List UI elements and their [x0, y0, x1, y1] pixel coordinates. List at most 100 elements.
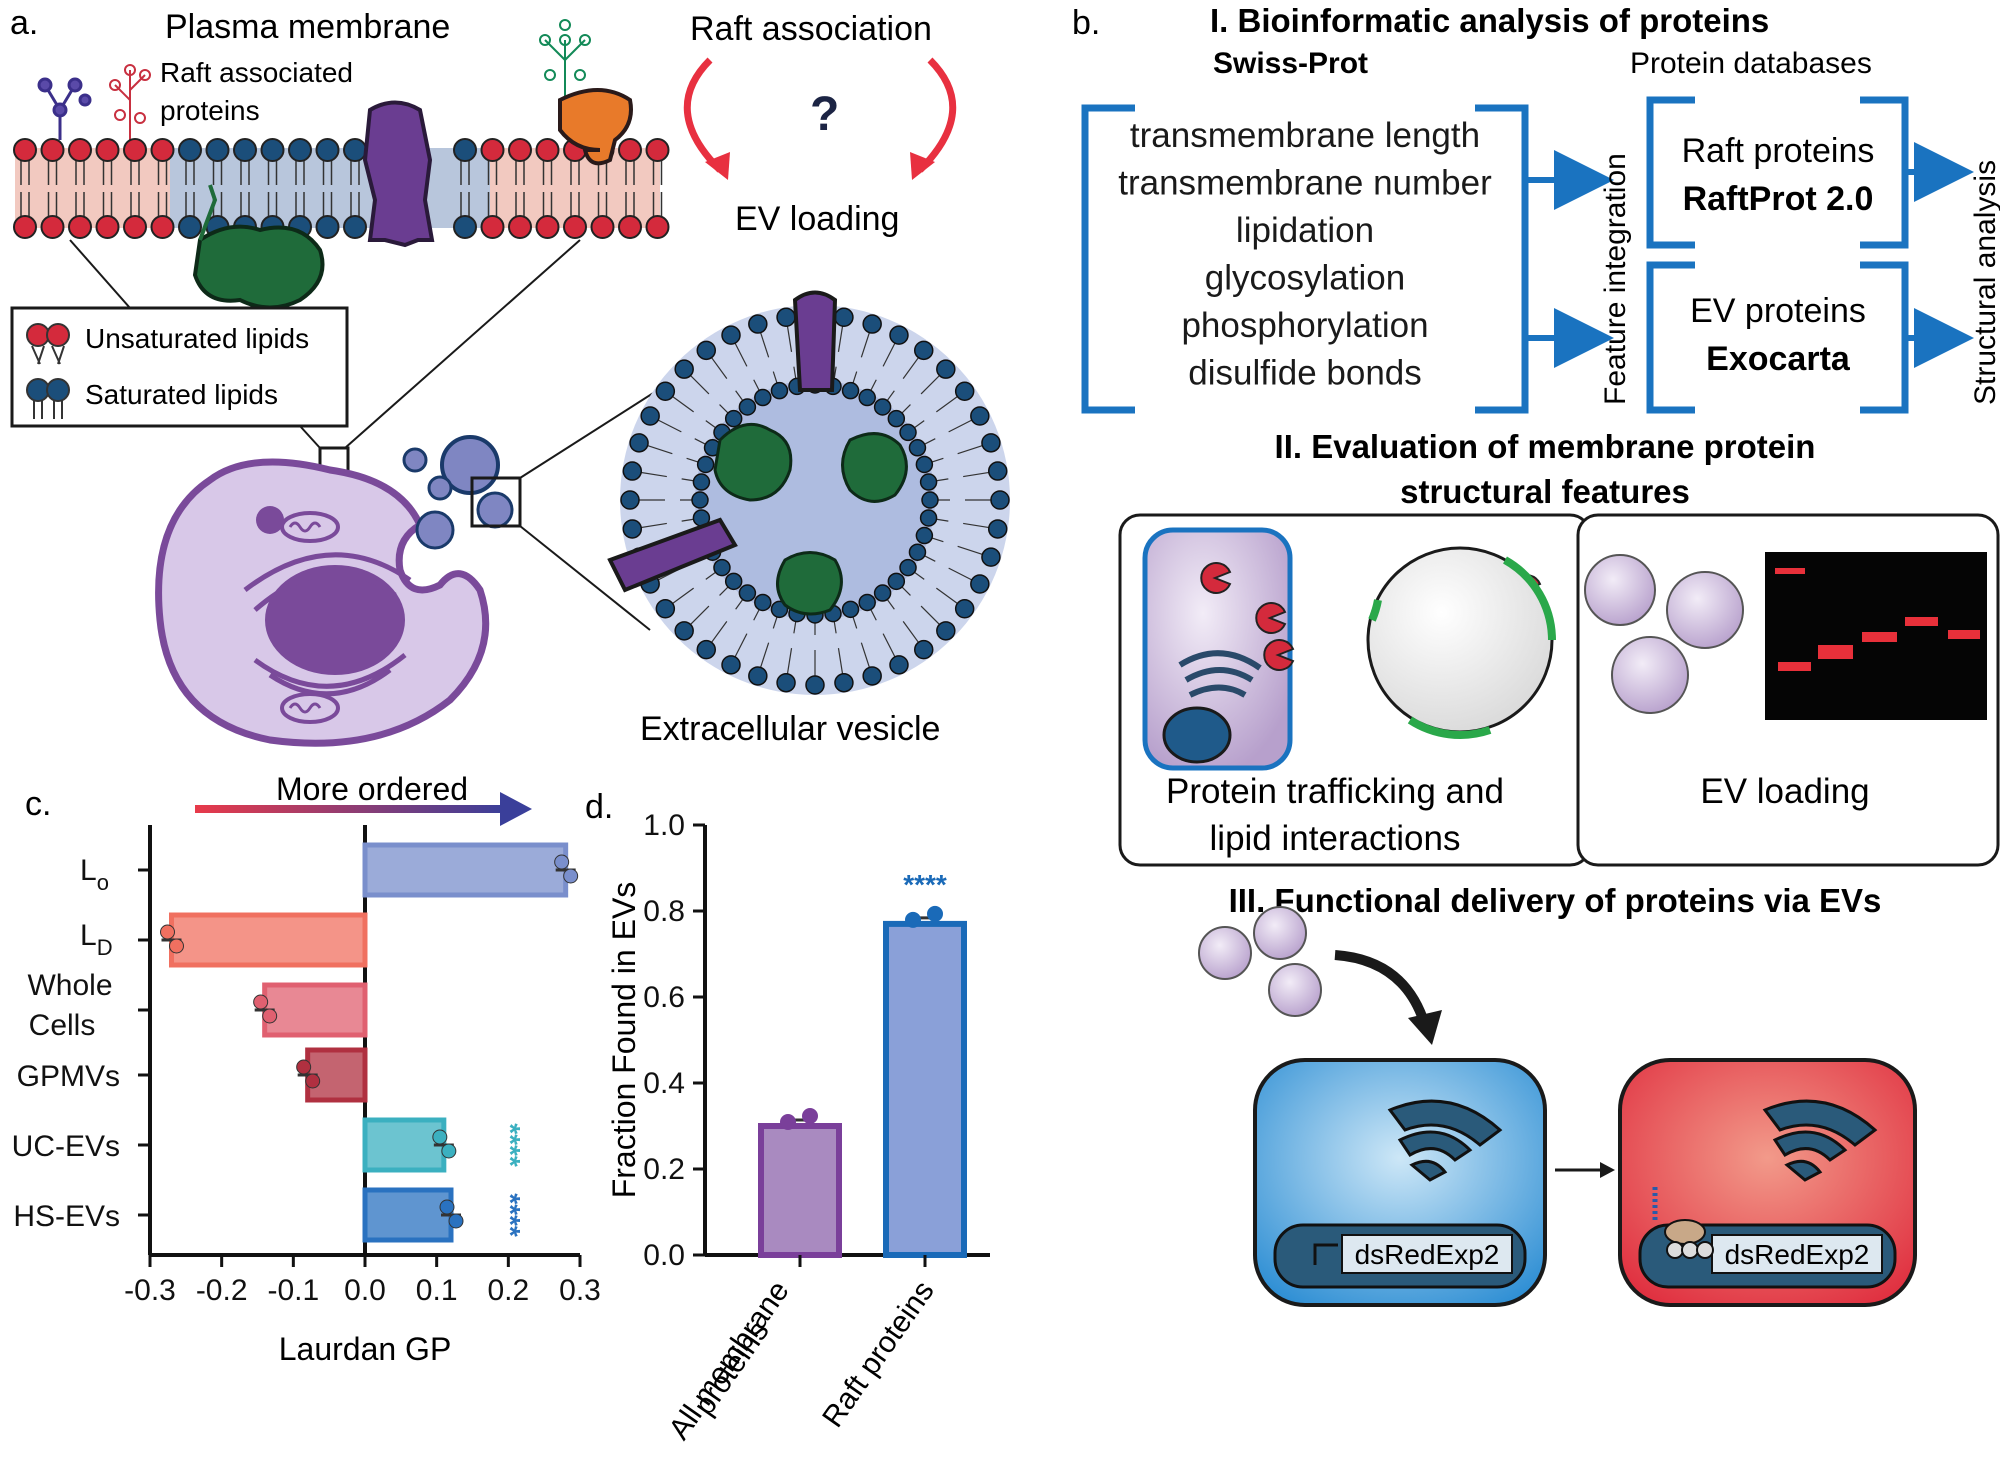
gel-bands: [1775, 568, 1980, 671]
panel-a: a. Plasma membrane Raft associated prote…: [10, 4, 1010, 748]
chart-c-point: [432, 1129, 448, 1145]
lipid-legend-box: [10, 306, 349, 428]
feature-item: transmembrane length: [1130, 116, 1480, 155]
ev-purple-protein-2: [607, 517, 738, 593]
trafficking-label-2: lipid interactions: [1210, 819, 1461, 858]
raft-proteins-db: Raft proteins: [1682, 132, 1875, 170]
chart-c-bar: [362, 1117, 447, 1173]
section2-title-2: structural features: [1400, 473, 1690, 510]
exocarta-label: Exocarta: [1706, 340, 1851, 378]
section1-title: I. Bioinformatic analysis of proteins: [1210, 2, 1769, 39]
chart-c-xtick-label: 0.0: [344, 1274, 386, 1307]
chart-d-point: [802, 1108, 818, 1124]
chart-c-bar: [362, 1187, 454, 1243]
panel-c-letter: c.: [25, 785, 51, 823]
ev-loading-label-a: EV loading: [735, 200, 899, 238]
chart-d-ytick-label: 0.2: [643, 1153, 685, 1186]
chart-c-bar: [362, 842, 569, 898]
vesicle-small-2: [402, 447, 428, 473]
purple-transmembrane-protein: [362, 100, 435, 248]
chart-c-point: [563, 868, 579, 884]
feature-bracket-right: [1475, 104, 1529, 414]
chart-c-point: [253, 994, 269, 1010]
chart-d-ytick-label: 0.6: [643, 981, 685, 1014]
extracellular-vesicle-label: Extracellular vesicle: [640, 710, 940, 748]
chart-c-point: [305, 1073, 321, 1089]
feature-item: lipidation: [1236, 211, 1374, 250]
cell-illustration: [155, 458, 490, 747]
chart-d-point: [905, 911, 921, 928]
delivery-arrow: [1334, 950, 1430, 1027]
chart-c-xtick-label: 0.1: [416, 1274, 458, 1307]
extracellular-vesicle-illustration: [607, 290, 1010, 695]
chart-d-bar: [883, 920, 967, 1259]
ev-green-protein-3: [776, 551, 843, 616]
protein-databases-label: Protein databases: [1630, 47, 1872, 80]
raft-association-label: Raft association: [690, 10, 932, 48]
structural-analysis-label: Structural analysis: [1969, 160, 2000, 405]
gene-label-after: dsRedExp2: [1725, 1239, 1870, 1270]
chart-c-xtick-label: 0.2: [487, 1274, 529, 1307]
chart-c-point: [439, 1199, 455, 1215]
chart-c-label-whole: Whole: [27, 969, 112, 1002]
chart-d-bar: [758, 1123, 842, 1258]
trafficking-label-1: Protein trafficking and: [1166, 772, 1504, 811]
chart-c-point: [262, 1008, 278, 1024]
swissprot-label: Swiss-Prot: [1213, 47, 1368, 80]
chart-c-label-gpmvs: GPMVs: [17, 1060, 120, 1093]
ev-loading-label-b: EV loading: [1700, 772, 1869, 811]
glycan-green-icon: [539, 19, 591, 100]
chart-d-significance: ****: [903, 869, 947, 900]
panel-b: b. I. Bioinformatic analysis of proteins…: [1072, 2, 2000, 1307]
ev-proteins-db: EV proteins: [1690, 292, 1866, 330]
orange-protein: [558, 88, 633, 166]
ev-green-protein-1: [713, 422, 793, 502]
feature-bracket-left: [1081, 104, 1135, 414]
more-ordered-label: More ordered: [276, 771, 468, 807]
feature-item: glycosylation: [1205, 259, 1405, 298]
feature-item: phosphorylation: [1181, 306, 1428, 345]
ev-purple-protein: [792, 290, 838, 392]
panel-d-letter: d.: [585, 788, 613, 826]
vesicle-small-3: [427, 475, 453, 501]
chart-c-label-cells: Cells: [29, 1009, 96, 1042]
raft-proteins-label-2: proteins: [160, 95, 260, 126]
zoom-box-ev: [470, 476, 522, 528]
legend-saturated: Saturated lipids: [85, 379, 278, 410]
fraction-ev-chart: 0.00.20.40.60.81.0****: [643, 809, 990, 1272]
gene-label-before: dsRedExp2: [1355, 1239, 1500, 1270]
curved-arrow-left: [683, 57, 723, 173]
chart-c-point: [169, 938, 184, 954]
chart-d-ytick-label: 1.0: [643, 809, 685, 842]
curved-arrow-right: [917, 57, 957, 173]
chart-c-xtick-label: 0.3: [559, 1274, 601, 1307]
feature-item: disulfide bonds: [1188, 354, 1422, 393]
chart-c-point: [441, 1143, 457, 1159]
chart-c-label-lo: Lo: [80, 854, 109, 895]
chart-c-label-ld: LD: [80, 919, 113, 960]
plasma-membrane-title: Plasma membrane: [165, 8, 450, 46]
raft-proteins-label-1: Raft associated: [160, 57, 353, 88]
panel-b-letter: b.: [1072, 4, 1100, 42]
chart-c-xtick-label: -0.1: [267, 1274, 319, 1307]
chart-d-ytick-label: 0.0: [643, 1239, 685, 1272]
panel-a-letter: a.: [10, 4, 38, 42]
legend-unsaturated: Unsaturated lipids: [85, 323, 309, 354]
chart-d-ylabel: Fraction Found in EVs: [606, 882, 642, 1199]
raftprot-label: RaftProt 2.0: [1683, 180, 1874, 218]
chart-c-point: [296, 1059, 312, 1075]
chart-c-label-ucevs: UC-EVs: [12, 1130, 120, 1163]
pacman-protein-icon: [1200, 562, 1232, 594]
chart-d-ytick-label: 0.4: [643, 1067, 685, 1100]
question-mark: ?: [810, 88, 839, 141]
pacman-protein-icon: [1263, 639, 1295, 671]
vesicle-small-5: [476, 491, 514, 529]
pacman-protein-icon: [1255, 602, 1287, 634]
chart-d-xlabel-2: Raft proteins: [816, 1275, 941, 1433]
chart-c-xtick-label: -0.2: [196, 1274, 248, 1307]
section2-title-1: II. Evaluation of membrane protein: [1275, 428, 1816, 465]
chart-c-bar: [262, 982, 368, 1038]
